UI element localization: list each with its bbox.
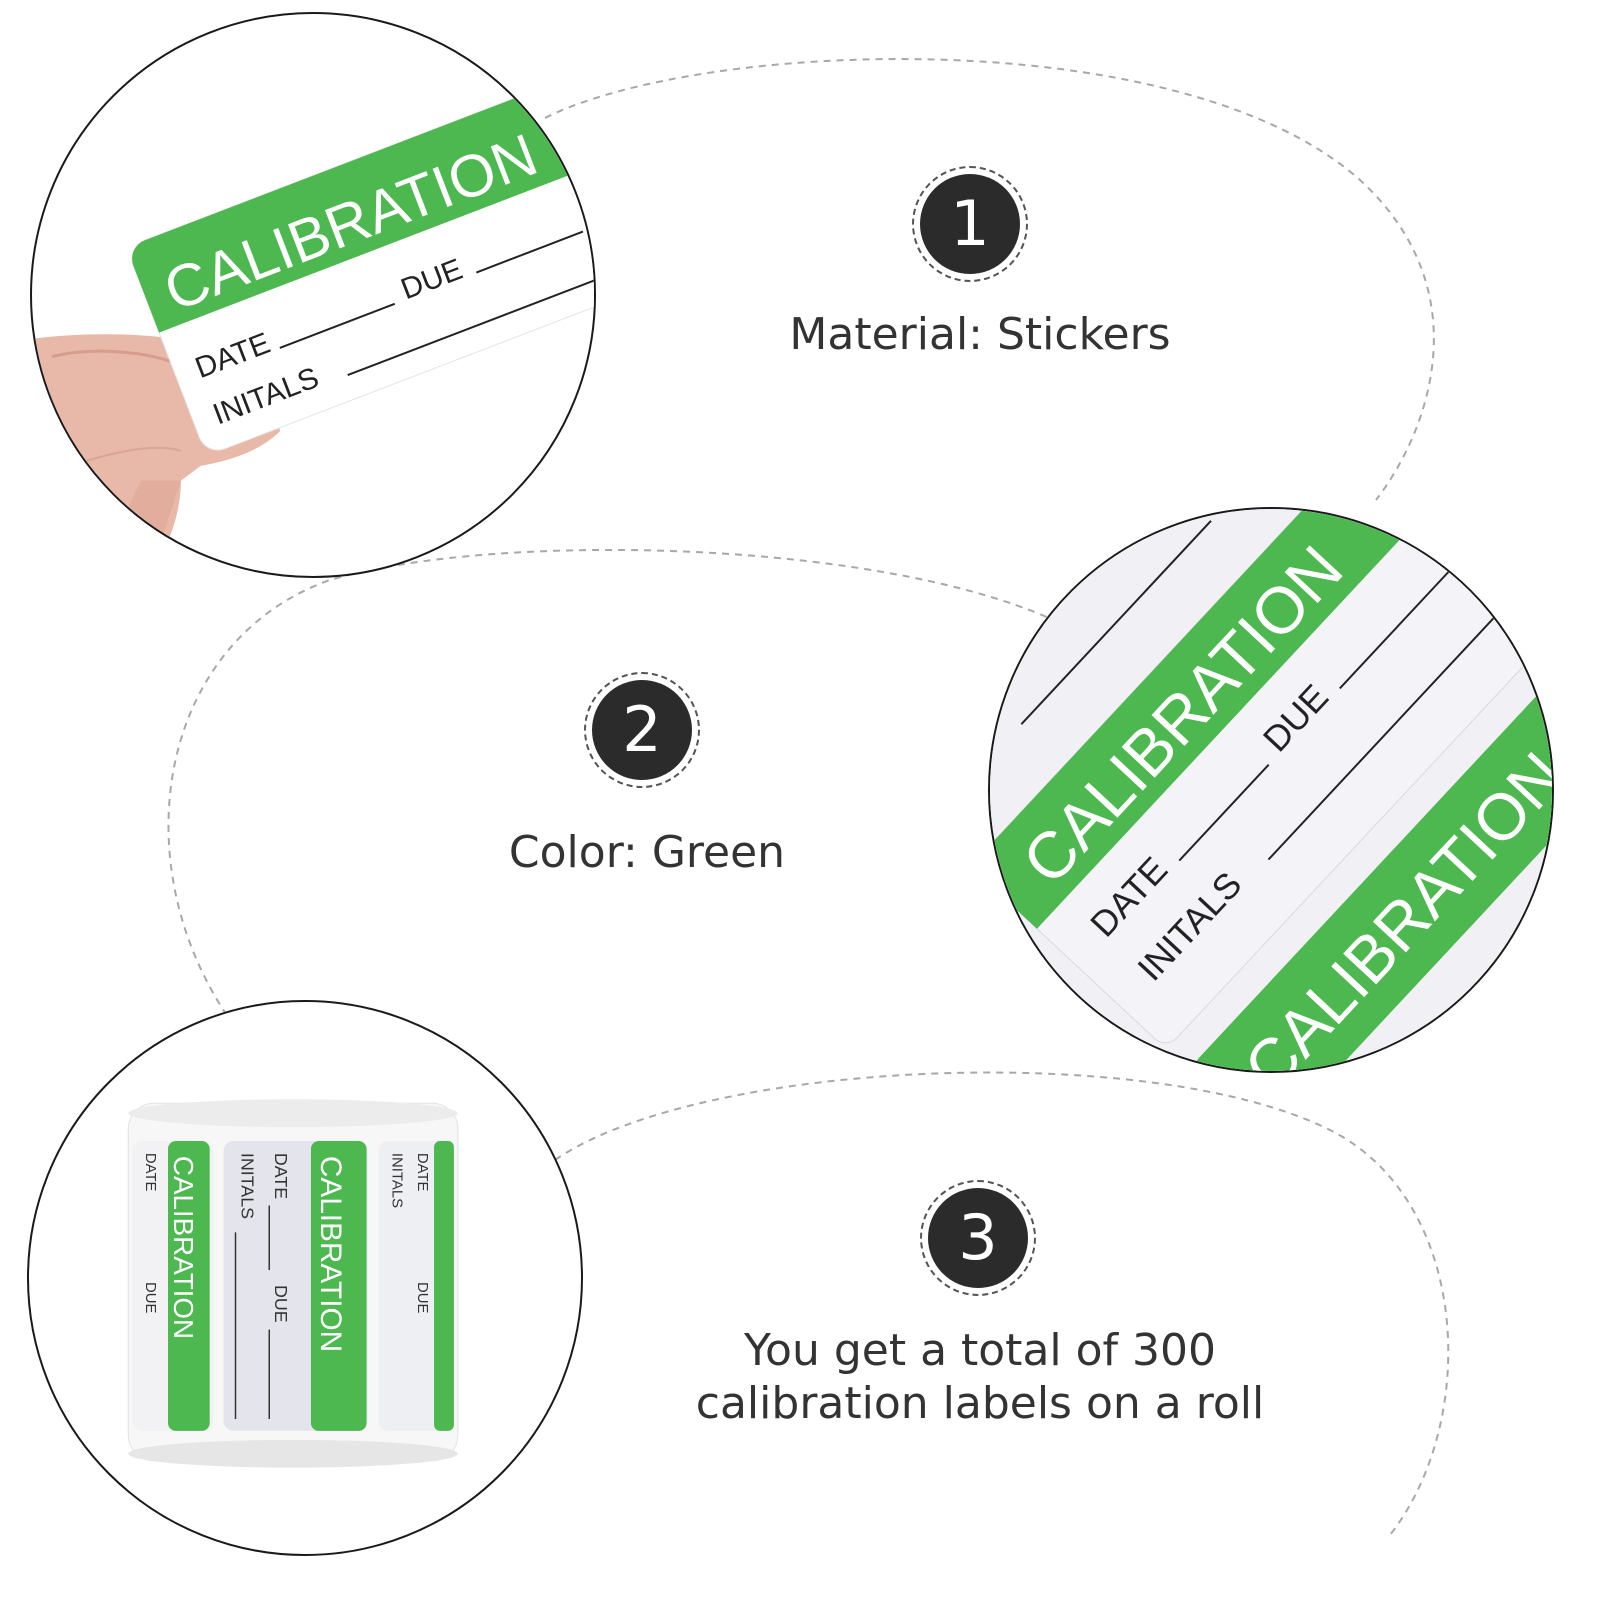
- step-1-badge: 1: [912, 166, 1028, 282]
- roll-due-1: DUE: [142, 1282, 158, 1313]
- roll-sticker-1: CALIBRATION DATE DUE: [132, 1140, 214, 1431]
- roll-sticker-2: CALIBRATION DATE DUE INITALS: [223, 1140, 368, 1431]
- feature-color-text: Color: Green: [508, 827, 786, 878]
- step-3-badge: 3: [920, 1180, 1036, 1296]
- roll-date-2: DATE: [271, 1153, 291, 1199]
- step-1-number: 1: [920, 174, 1020, 274]
- step-2-number: 2: [592, 680, 692, 780]
- sticker-header: [132, 89, 586, 333]
- sticker-roll-photo: CALIBRATION DATE DUE CALIBRATION DATE DU…: [27, 1000, 583, 1556]
- sticker-in-hand-photo: CALIBRATION DATE DUE INITALS: [30, 12, 596, 578]
- feature-quantity-line-2: calibration labels on a roll: [695, 1378, 1265, 1429]
- roll-date-1: DATE: [142, 1153, 158, 1192]
- step-2-badge: 2: [584, 672, 700, 788]
- roll-initials-2: INITALS: [237, 1153, 257, 1219]
- roll-due-3: DUE: [414, 1282, 430, 1313]
- sticker-closeup-photo: CALIBRATION DATE DUE INITALS CALIBRATION…: [988, 507, 1554, 1073]
- roll-initials-3: INITALS: [388, 1153, 404, 1208]
- step-3-number: 3: [928, 1188, 1028, 1288]
- roll-title-1: CALIBRATION: [168, 1156, 199, 1339]
- feature-quantity-text: You get a total of 300 calibration label…: [690, 1324, 1270, 1430]
- connector-2: [167, 548, 1071, 1021]
- roll-date-3: DATE: [414, 1153, 430, 1192]
- connector-3: [554, 1071, 1450, 1536]
- connector-1: [544, 58, 1435, 501]
- roll-title-2: CALIBRATION: [314, 1156, 347, 1352]
- roll-due-2: DUE: [271, 1285, 291, 1323]
- feature-quantity-line-1: You get a total of 300: [744, 1325, 1216, 1376]
- feature-material-text: Material: Stickers: [789, 309, 1171, 360]
- roll-sticker-3: DATE DUE INITALS: [378, 1140, 454, 1431]
